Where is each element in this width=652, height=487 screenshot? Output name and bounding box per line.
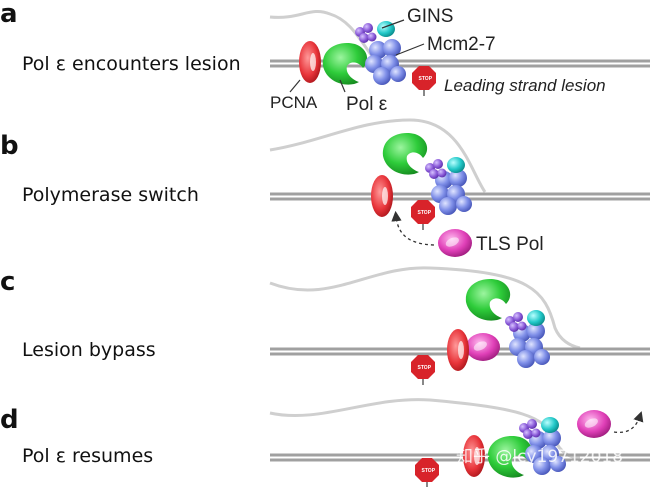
panel-a: a Pol ε encounters lesion STOP GINS Mcm2… <box>0 0 650 115</box>
panel-b-title: Polymerase switch <box>22 184 199 206</box>
pol-epsilon <box>465 278 511 321</box>
panel-a-letter: a <box>0 0 18 29</box>
panel-c-title: Lesion bypass <box>22 339 156 361</box>
tls-polymerase <box>577 410 611 438</box>
pole-leader <box>339 79 346 93</box>
panel-d-letter: d <box>0 405 19 435</box>
pcna-clamp <box>299 41 321 83</box>
stop-text: STOP <box>419 76 433 82</box>
watermark: 知乎 @lcy19712018 <box>456 447 623 467</box>
panel-d-title: Pol ε resumes <box>22 445 153 467</box>
pcna-label: PCNA <box>270 93 318 112</box>
tls-label: TLS Pol <box>476 234 544 255</box>
panel-b-letter: b <box>0 131 19 161</box>
stop-text: STOP <box>418 365 432 371</box>
panel-c: c Lesion bypass STOP <box>0 266 650 385</box>
pcna-clamp <box>371 175 393 217</box>
panel-c-letter: c <box>0 267 15 297</box>
pol-epsilon <box>382 132 428 175</box>
release-arrow <box>613 411 644 434</box>
stop-text: STOP <box>418 210 432 216</box>
pole-label: Pol ε <box>346 94 388 115</box>
pcna-clamp <box>447 329 469 371</box>
lagging-strand <box>269 266 581 350</box>
gins-leader <box>381 19 405 29</box>
lesion-label: Leading strand lesion <box>444 76 606 95</box>
lagging-strand <box>269 398 581 460</box>
panel-b: b Polymerase switch STOP TLS Pol <box>0 118 650 257</box>
mcm-leader <box>395 43 425 56</box>
panel-d: d Pol ε resumes STOP 知乎 @lcy19712018 <box>0 398 650 487</box>
pcna-leader <box>289 79 301 93</box>
lagging-strand <box>269 118 487 193</box>
mcm-label: Mcm2-7 <box>427 34 496 55</box>
pol-epsilon <box>322 42 368 85</box>
tls-polymerase <box>438 229 472 257</box>
gins-label: GINS <box>407 6 453 27</box>
panel-a-title: Pol ε encounters lesion <box>22 53 241 75</box>
recruit-arrow <box>391 210 435 246</box>
tls-polymerase <box>466 333 500 361</box>
stop-text: STOP <box>422 468 436 474</box>
